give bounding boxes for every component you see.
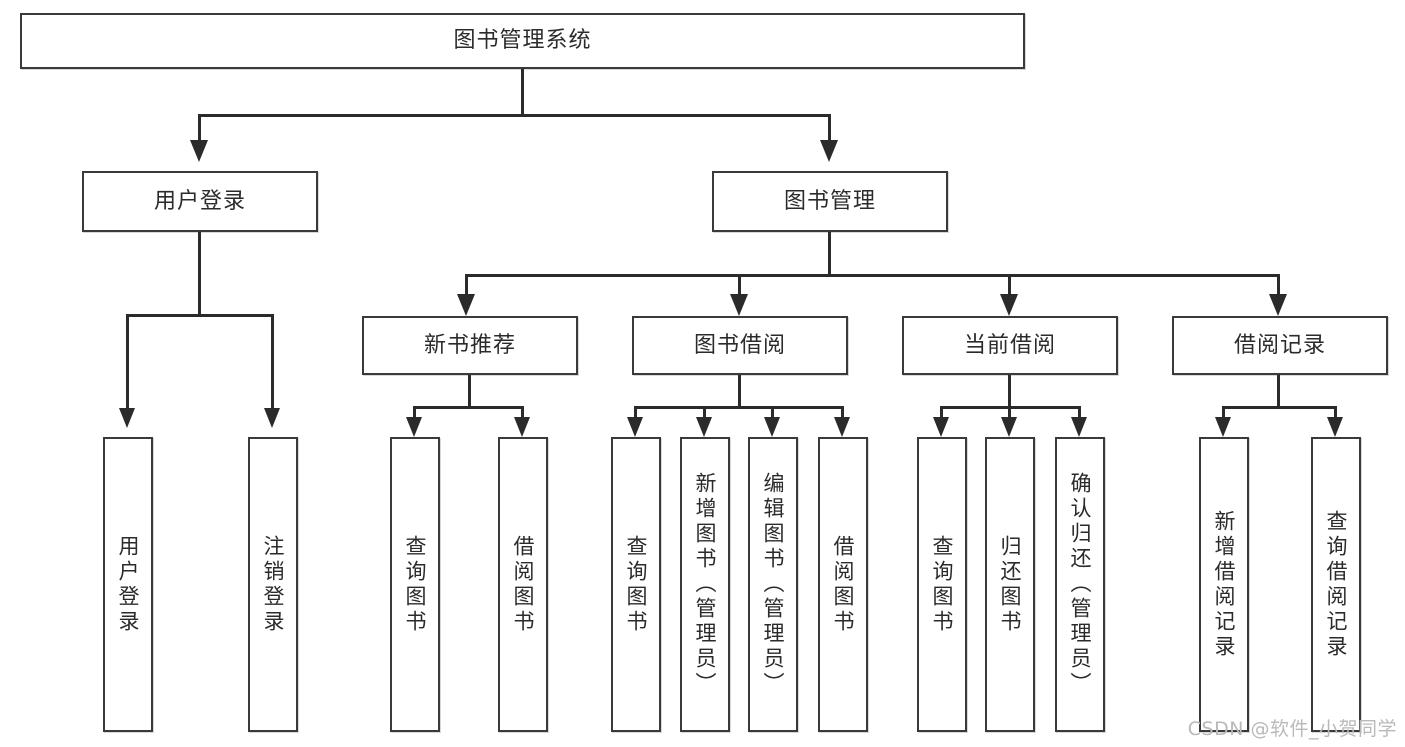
- node-label: 当前借阅: [963, 332, 1056, 358]
- node-book-management[interactable]: 图书管理: [712, 171, 948, 232]
- node-label: 新增图书（管理员）: [693, 472, 718, 697]
- edge-login-leaf2: [271, 314, 274, 409]
- node-label: 查询图书: [930, 534, 955, 635]
- edge-root-bus: [198, 114, 831, 117]
- edge-root-to-login: [198, 114, 201, 141]
- node-label: 借阅图书: [831, 534, 856, 635]
- leaf-query-book-recommend[interactable]: 查询图书: [390, 437, 440, 732]
- node-label: 图书管理: [783, 188, 876, 214]
- edge-borrow-l1: [634, 406, 637, 418]
- leaf-query-book-borrow[interactable]: 查询图书: [611, 437, 661, 732]
- edge-borrow-bus: [634, 406, 844, 409]
- leaf-add-borrow-record[interactable]: 新增借阅记录: [1199, 437, 1249, 732]
- leaf-query-book-current[interactable]: 查询图书: [917, 437, 967, 732]
- arrow-borrow-l3: [764, 417, 780, 437]
- edge-bookmgmt-c2: [738, 274, 741, 296]
- arrow-recommend-l2: [514, 417, 530, 437]
- node-book-borrow[interactable]: 图书借阅: [632, 316, 848, 375]
- leaf-return-book[interactable]: 归还图书: [985, 437, 1035, 732]
- node-label: 查询借阅记录: [1324, 509, 1349, 660]
- edge-current-l1: [940, 406, 943, 418]
- arrow-borrow-l4: [834, 417, 850, 437]
- edge-bookmgmt-bus: [465, 274, 1279, 277]
- node-label: 归还图书: [998, 534, 1023, 635]
- arrow-recommend-l1: [406, 417, 422, 437]
- leaf-confirm-return-admin[interactable]: 确认归还（管理员）: [1055, 437, 1105, 732]
- edge-borrow-l3: [771, 406, 774, 418]
- arrow-root-to-bookmgmt: [820, 140, 838, 162]
- edge-bookmgmt-c4: [1277, 274, 1280, 296]
- node-user-login[interactable]: 用户登录: [82, 171, 318, 232]
- edge-record-l2: [1334, 406, 1337, 418]
- node-label: 新书推荐: [423, 332, 516, 358]
- node-label: 新增借阅记录: [1212, 509, 1237, 660]
- edge-recommend-l2: [521, 406, 524, 418]
- edge-record-stem: [1277, 375, 1280, 408]
- node-label: 查询图书: [403, 534, 428, 635]
- node-label: 用户登录: [153, 188, 246, 214]
- arrow-bookmgmt-c4: [1269, 294, 1287, 316]
- arrow-current-l2: [1001, 417, 1017, 437]
- edge-login-stem: [198, 232, 201, 316]
- edge-current-l3: [1078, 406, 1081, 418]
- edge-recommend-stem: [468, 375, 471, 408]
- leaf-borrow-book[interactable]: 借阅图书: [818, 437, 868, 732]
- node-label: 图书管理系统: [453, 28, 592, 54]
- arrow-bookmgmt-c2: [730, 294, 748, 316]
- leaf-query-borrow-record[interactable]: 查询借阅记录: [1311, 437, 1361, 732]
- node-label: 借阅记录: [1233, 332, 1326, 358]
- arrow-bookmgmt-c1: [457, 294, 475, 316]
- edge-bookmgmt-c3: [1008, 274, 1011, 296]
- edge-record-l1: [1222, 406, 1225, 418]
- edge-recommend-l1: [413, 406, 416, 418]
- edge-current-stem: [1008, 375, 1011, 408]
- edge-login-bus: [126, 314, 274, 317]
- node-current-borrow[interactable]: 当前借阅: [902, 316, 1118, 375]
- node-label: 图书借阅: [693, 332, 786, 358]
- arrow-record-l1: [1215, 417, 1231, 437]
- edge-root-stem: [521, 69, 524, 116]
- arrow-current-l1: [933, 417, 949, 437]
- arrow-bookmgmt-c3: [1000, 294, 1018, 316]
- leaf-user-login[interactable]: 用户登录: [103, 437, 153, 732]
- arrow-borrow-l1: [627, 417, 643, 437]
- node-root-system[interactable]: 图书管理系统: [20, 13, 1025, 69]
- edge-current-l2: [1008, 406, 1011, 418]
- csdn-watermark: CSDN @软件_小贺同学: [1187, 718, 1397, 740]
- node-borrow-record[interactable]: 借阅记录: [1172, 316, 1388, 375]
- arrow-login-leaf2: [264, 408, 280, 428]
- edge-borrow-stem: [738, 375, 741, 408]
- node-label: 用户登录: [116, 534, 141, 635]
- edge-bookmgmt-c1: [465, 274, 468, 296]
- edge-record-bus: [1222, 406, 1337, 409]
- edge-login-leaf1: [126, 314, 129, 409]
- arrow-borrow-l2: [696, 417, 712, 437]
- leaf-logout[interactable]: 注销登录: [248, 437, 298, 732]
- leaf-edit-book-admin[interactable]: 编辑图书（管理员）: [748, 437, 798, 732]
- edge-borrow-l2: [703, 406, 706, 418]
- node-label: 借阅图书: [511, 534, 536, 635]
- node-label: 确认归还（管理员）: [1068, 472, 1093, 697]
- node-label: 查询图书: [624, 534, 649, 635]
- leaf-add-book-admin[interactable]: 新增图书（管理员）: [680, 437, 730, 732]
- node-label: 注销登录: [261, 534, 286, 635]
- edge-borrow-l4: [841, 406, 844, 418]
- edge-bookmgmt-stem: [828, 232, 831, 276]
- edge-root-to-bookmgmt: [828, 114, 831, 141]
- arrow-record-l2: [1327, 417, 1343, 437]
- arrow-current-l3: [1071, 417, 1087, 437]
- edge-recommend-bus: [413, 406, 524, 409]
- leaf-borrow-book-recommend[interactable]: 借阅图书: [498, 437, 548, 732]
- node-label: 编辑图书（管理员）: [761, 472, 786, 697]
- arrow-login-leaf1: [119, 408, 135, 428]
- node-new-book-recommend[interactable]: 新书推荐: [362, 316, 578, 375]
- arrow-root-to-login: [190, 140, 208, 162]
